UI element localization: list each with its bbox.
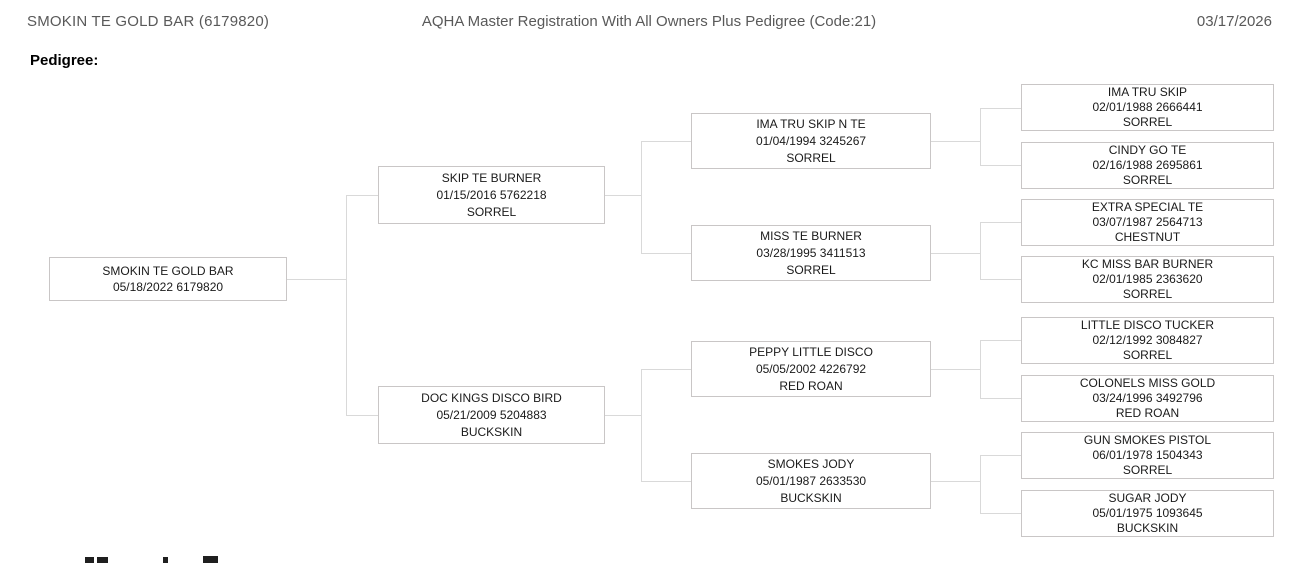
report-title: AQHA Master Registration With All Owners… xyxy=(421,13,877,30)
horse-detail: 03/24/1996 3492796 xyxy=(1092,391,1203,405)
horse-name: CINDY GO TE xyxy=(1108,143,1187,157)
pedigree-node-gen3: MISS TE BURNER 03/28/1995 3411513 SORREL xyxy=(691,225,931,281)
horse-color: SORREL xyxy=(466,204,517,219)
connector-line xyxy=(980,222,1021,223)
horse-color: SORREL xyxy=(1122,115,1173,129)
connector-line xyxy=(346,415,378,416)
horse-name: KC MISS BAR BURNER xyxy=(1081,257,1214,271)
pedigree-node-gen4: KC MISS BAR BURNER 02/01/1985 2363620 SO… xyxy=(1021,256,1274,303)
pedigree-node-gen4: GUN SMOKES PISTOL 06/01/1978 1504343 SOR… xyxy=(1021,432,1274,479)
connector-line xyxy=(980,455,981,514)
horse-color: RED ROAN xyxy=(1115,406,1180,420)
pedigree-node-sire: SKIP TE BURNER 01/15/2016 5762218 SORREL xyxy=(378,166,605,224)
connector-line xyxy=(980,455,1021,456)
report-date: 03/17/2026 xyxy=(1196,13,1272,30)
connector-line xyxy=(641,481,691,482)
connector-line xyxy=(641,369,691,370)
connector-line xyxy=(980,340,981,399)
report-subject-title: SMOKIN TE GOLD BAR (6179820) xyxy=(27,13,270,30)
clipped-text-fragment xyxy=(97,557,108,563)
horse-color: SORREL xyxy=(1122,173,1173,187)
horse-detail: 02/01/1988 2666441 xyxy=(1092,100,1203,114)
horse-color: SORREL xyxy=(786,150,836,165)
pedigree-node-gen3: SMOKES JODY 05/01/1987 2633530 BUCKSKIN xyxy=(691,453,931,509)
pedigree-node-gen3: PEPPY LITTLE DISCO 05/05/2002 4226792 RE… xyxy=(691,341,931,397)
horse-name: GUN SMOKES PISTOL xyxy=(1083,433,1212,447)
horse-color: RED ROAN xyxy=(779,378,843,393)
connector-line xyxy=(346,195,378,196)
horse-detail: 02/01/1985 2363620 xyxy=(1092,272,1203,286)
horse-color: BUCKSKIN xyxy=(460,424,523,439)
connector-line xyxy=(931,481,980,482)
horse-detail: 01/04/1994 3245267 xyxy=(755,133,867,148)
horse-color: CHESTNUT xyxy=(1114,230,1181,244)
connector-line xyxy=(980,513,1021,514)
connector-line xyxy=(980,279,1021,280)
connector-line xyxy=(287,279,346,280)
horse-color: BUCKSKIN xyxy=(1116,521,1179,535)
connector-line xyxy=(931,253,980,254)
connector-line xyxy=(931,141,980,142)
connector-line xyxy=(980,398,1021,399)
horse-color: SORREL xyxy=(1122,348,1173,362)
horse-name: PEPPY LITTLE DISCO xyxy=(749,344,873,359)
pedigree-node-gen4: SUGAR JODY 05/01/1975 1093645 BUCKSKIN xyxy=(1021,490,1274,537)
pedigree-node-gen4: CINDY GO TE 02/16/1988 2695861 SORREL xyxy=(1021,142,1274,189)
horse-detail: 03/28/1995 3411513 xyxy=(756,245,866,260)
clipped-text-fragment xyxy=(85,557,94,563)
horse-name: SMOKES JODY xyxy=(767,456,855,471)
connector-line xyxy=(605,195,641,196)
pedigree-node-gen4: EXTRA SPECIAL TE 03/07/1987 2564713 CHES… xyxy=(1021,199,1274,246)
horse-name: COLONELS MISS GOLD xyxy=(1079,376,1216,390)
horse-name: IMA TRU SKIP N TE xyxy=(756,116,866,131)
connector-line xyxy=(641,141,691,142)
horse-name: SUGAR JODY xyxy=(1108,491,1187,505)
connector-line xyxy=(641,253,691,254)
horse-detail: 02/16/1988 2695861 xyxy=(1092,158,1203,172)
connector-line xyxy=(605,415,641,416)
connector-line xyxy=(980,222,981,280)
horse-name: LITTLE DISCO TUCKER xyxy=(1080,318,1215,332)
pedigree-node-subject: SMOKIN TE GOLD BAR 05/18/2022 6179820 xyxy=(49,257,287,301)
horse-name: MISS TE BURNER xyxy=(760,228,862,243)
horse-detail: 05/01/1987 2633530 xyxy=(755,473,867,488)
horse-detail: 02/12/1992 3084827 xyxy=(1092,333,1203,347)
horse-color: SORREL xyxy=(786,262,836,277)
connector-line xyxy=(641,141,642,254)
connector-line xyxy=(980,340,1021,341)
horse-name: SKIP TE BURNER xyxy=(441,170,542,185)
connector-line xyxy=(980,108,981,166)
horse-detail: 01/15/2016 5762218 xyxy=(436,187,547,202)
horse-detail: 05/05/2002 4226792 xyxy=(755,361,867,376)
connector-line xyxy=(980,108,1021,109)
horse-name: EXTRA SPECIAL TE xyxy=(1091,200,1204,214)
connector-line xyxy=(931,369,980,370)
horse-color: SORREL xyxy=(1122,463,1173,477)
pedigree-section-label: Pedigree: xyxy=(30,52,99,69)
connector-line xyxy=(641,369,642,482)
horse-detail: 06/01/1978 1504343 xyxy=(1092,448,1203,462)
horse-color: SORREL xyxy=(1122,287,1173,301)
horse-detail: 05/18/2022 6179820 xyxy=(112,280,224,294)
horse-detail: 05/21/2009 5204883 xyxy=(436,407,547,422)
pedigree-node-gen4: LITTLE DISCO TUCKER 02/12/1992 3084827 S… xyxy=(1021,317,1274,364)
clipped-text-fragment xyxy=(203,556,218,563)
pedigree-node-gen4: IMA TRU SKIP 02/01/1988 2666441 SORREL xyxy=(1021,84,1274,131)
horse-color: BUCKSKIN xyxy=(780,490,842,505)
connector-line xyxy=(980,165,1021,166)
connector-line xyxy=(346,195,347,416)
pedigree-node-dam: DOC KINGS DISCO BIRD 05/21/2009 5204883 … xyxy=(378,386,605,444)
clipped-text-fragment xyxy=(163,557,168,563)
horse-name: IMA TRU SKIP xyxy=(1107,85,1188,99)
horse-detail: 05/01/1975 1093645 xyxy=(1092,506,1203,520)
pedigree-node-gen3: IMA TRU SKIP N TE 01/04/1994 3245267 SOR… xyxy=(691,113,931,169)
horse-name: SMOKIN TE GOLD BAR xyxy=(102,264,234,278)
horse-detail: 03/07/1987 2564713 xyxy=(1092,215,1203,229)
pedigree-node-gen4: COLONELS MISS GOLD 03/24/1996 3492796 RE… xyxy=(1021,375,1274,422)
horse-name: DOC KINGS DISCO BIRD xyxy=(421,390,562,405)
